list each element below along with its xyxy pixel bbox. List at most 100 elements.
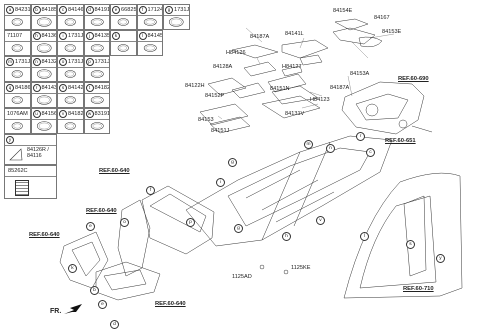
legend-part-number: 84185 (41, 7, 57, 13)
legend-cell-1731JC: i1731JC (57, 30, 84, 56)
plug-icon (164, 15, 189, 29)
legend-part-number: 84182K (68, 111, 83, 117)
legend-letter: d (85, 6, 94, 14)
label-84152P: 84152P (205, 93, 225, 99)
legend-cell-header: c84146B (58, 5, 83, 16)
legend-cell-1731JA: g1731JA (163, 4, 190, 30)
plug-icon (32, 15, 57, 29)
legend-letter: s (59, 84, 67, 92)
plug-icon (32, 41, 57, 55)
callout-n: n (326, 144, 335, 153)
label-84128A: 84128A (213, 64, 233, 70)
plug-icon (85, 119, 110, 133)
label-84131V: 84131V (285, 111, 305, 117)
legend-cell-header: g1731JA (164, 5, 189, 16)
pad-84128A (243, 61, 277, 77)
ref-60-710: REF.60-710 (403, 286, 434, 292)
plug-icon (58, 15, 83, 29)
legend-part-number: 84143 (41, 85, 57, 91)
label-84151N: 84151N (270, 86, 290, 92)
pad-84141L (281, 39, 329, 59)
label-84154E: 84154E (333, 8, 353, 14)
legend-part-number: 17124 (147, 7, 163, 13)
legend-cell-1076AM: 1076AM (4, 108, 31, 134)
legend-part-number: 85262C (8, 168, 28, 175)
pad-icon (9, 148, 23, 167)
callout-e: e (86, 222, 95, 231)
legend-cell-header: v84182K (58, 109, 83, 120)
label-84153E: 84153E (382, 29, 402, 35)
legend-part-number: 66825C (121, 7, 136, 13)
legend-cell-84156B: u84156B (30, 108, 57, 134)
callout-r: r (356, 132, 365, 141)
callout-m: m (304, 140, 313, 149)
legend-letter: y (6, 136, 14, 144)
legend-part-number: 1731JC (68, 33, 83, 39)
plug-icon (5, 119, 30, 133)
pad-84131V (261, 95, 321, 119)
legend-cell-k: k (110, 30, 137, 56)
legend-cell-header: h84136B (31, 31, 56, 42)
plug-icon (111, 15, 136, 29)
legend-letter: h (32, 32, 41, 40)
legend-part-number: 84191G (94, 7, 110, 13)
plug-icon (138, 15, 163, 29)
side-outer-panel (343, 172, 463, 299)
legend-letter: o (59, 58, 67, 66)
legend-letter: r (32, 84, 41, 92)
callout-g2: g (234, 224, 243, 233)
plug-icon (5, 67, 30, 81)
legend-cell-1731JF: p1731JF (83, 56, 110, 82)
legend-letter: i (59, 32, 67, 40)
legend-part-number: 84132A (41, 59, 57, 65)
main-floor-panel (185, 135, 393, 247)
legend-letter: k (112, 32, 120, 40)
legend-part-number: 84186A (15, 85, 30, 91)
pad-84151N (267, 73, 307, 93)
pad-84153 (199, 103, 249, 126)
legend-cell-header: u84156B (31, 109, 56, 120)
legend-cell-85262C: 85262C (4, 165, 57, 199)
legend-cell-1731JE: m1731JE (4, 56, 31, 82)
plug-icon (58, 67, 83, 81)
label-84122H: 84122H (185, 83, 205, 89)
plug-icon (85, 67, 110, 81)
legend-part-number: 1731JE (15, 59, 30, 65)
callout-i: i (216, 178, 225, 187)
rear-floor-panel (341, 81, 425, 135)
legend-letter: j (85, 32, 94, 40)
callout-g1: g (228, 158, 237, 167)
fender-apron (117, 199, 151, 277)
legend-cell-84135A: j84135A (83, 30, 110, 56)
plug-icon (85, 93, 110, 107)
plug-icon (58, 93, 83, 107)
legend-cell-header: n84132A (31, 57, 57, 68)
legend-part-number: 1731JA (174, 7, 189, 13)
plug-icon (5, 41, 30, 55)
legend-cell-header: 71107 (5, 31, 30, 42)
legend-part-number: 84135A (94, 33, 110, 39)
legend-cell-header: e66825C (111, 5, 136, 16)
label-84153A: 84153A (350, 71, 370, 77)
legend-cell-84231F: a84231F (4, 4, 31, 30)
label-1125KE: 1125KE (291, 265, 311, 271)
legend-cell-header: l84145A (137, 31, 162, 42)
pad-84187A-top (231, 44, 279, 59)
plug-icon (58, 41, 83, 55)
legend-letter: g (165, 6, 173, 14)
legend-cell-header: j84135A (84, 31, 110, 42)
legend-cell-84132A: n84132A (30, 56, 57, 82)
label-84151J: 84151J (211, 128, 230, 134)
plug-icon (5, 15, 30, 29)
plug-icon (138, 41, 163, 55)
pad-84154E (334, 18, 369, 31)
label-84187A-right: 84187A (330, 85, 350, 91)
